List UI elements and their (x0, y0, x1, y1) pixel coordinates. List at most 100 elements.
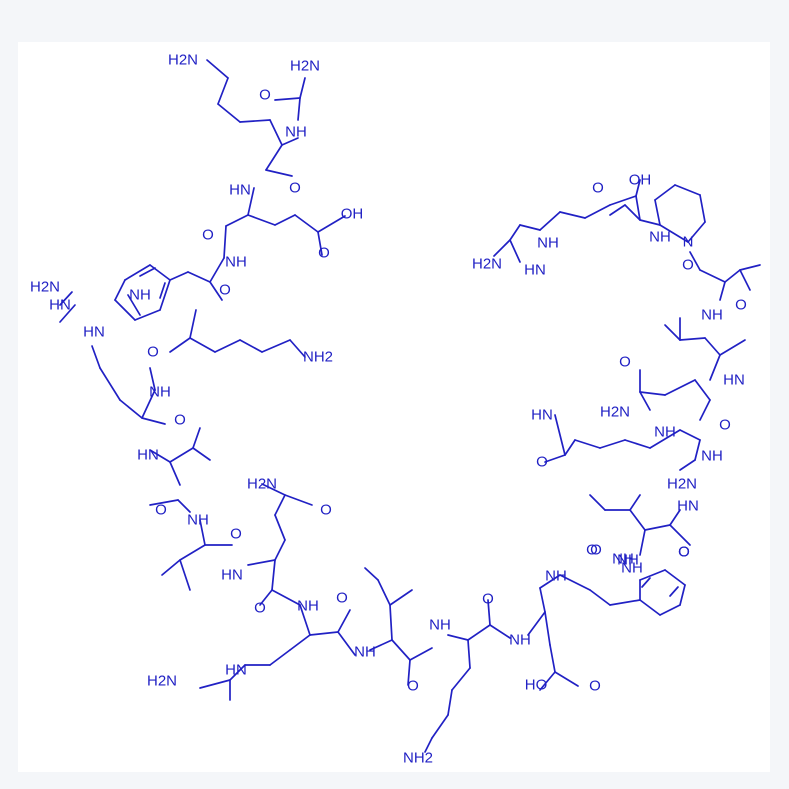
bond-line (309, 631, 339, 636)
bond-line (609, 195, 637, 206)
atom-label: NH (225, 254, 247, 271)
bond-line (281, 137, 299, 146)
atom-label: HN (229, 182, 251, 199)
atom-label: NH (649, 229, 671, 246)
atom-label: HN (531, 407, 553, 424)
atom-label: O (592, 180, 604, 197)
atom-label: O (407, 678, 419, 695)
bond-line (269, 649, 291, 666)
bond-line (539, 671, 556, 691)
bond-line (187, 271, 211, 283)
atom-label: O (147, 344, 159, 361)
bond-line (739, 269, 751, 291)
atom-label: H2N (472, 256, 502, 273)
bond-line (629, 509, 646, 531)
bond-line (239, 339, 263, 353)
bond-line (574, 439, 601, 449)
bond-line (271, 589, 301, 606)
bond-line (192, 447, 211, 461)
bond-line (724, 269, 741, 283)
bond-line (669, 509, 681, 526)
bond-line (509, 224, 521, 241)
bond-line (664, 569, 686, 586)
atom-label: NH (612, 551, 634, 568)
bond-line (467, 639, 471, 669)
atom-label: H2N (600, 404, 630, 421)
bond-line (639, 391, 666, 396)
bond-line (687, 221, 706, 243)
bond-line (274, 494, 286, 516)
bond-line (274, 214, 296, 226)
atom-label: H2N (30, 279, 60, 296)
bond-line (639, 219, 661, 226)
bond-line (639, 529, 646, 556)
bond-line (554, 414, 566, 456)
bond-line (699, 399, 711, 421)
bond-line (265, 144, 283, 171)
bond-line (447, 689, 453, 716)
bond-line (364, 567, 379, 581)
white-panel (18, 42, 770, 772)
bond-line (584, 204, 611, 219)
atom-label: HO (525, 677, 548, 694)
bond-line (635, 195, 641, 221)
bond-line (699, 194, 706, 223)
bond-line (709, 354, 721, 381)
atom-label: H2N (168, 52, 198, 69)
bond-line (639, 599, 661, 616)
atom-label: O (735, 297, 747, 314)
bond-line (664, 379, 696, 396)
atom-label: O (590, 542, 602, 559)
bond-line (654, 199, 661, 226)
atom-label: O (320, 502, 332, 519)
atom-label: NH2 (403, 750, 433, 767)
bond-line (559, 574, 591, 591)
bond-line (391, 639, 411, 661)
atom-label: O (230, 526, 242, 543)
bond-line (719, 339, 746, 356)
bond-line (149, 449, 171, 463)
bond-line (544, 454, 566, 463)
bond-line (509, 239, 521, 263)
bond-line (229, 664, 246, 681)
atom-label: O (219, 282, 231, 299)
bond-line (639, 391, 651, 411)
bond-line (694, 439, 701, 461)
bond-line (674, 184, 701, 196)
bond-line (559, 211, 586, 219)
atom-label: N (683, 234, 694, 251)
bond-line (599, 439, 626, 449)
atom-label: HN (723, 372, 745, 389)
bond-line (424, 737, 433, 753)
bond-line (189, 337, 216, 353)
atom-label: O (155, 502, 167, 519)
bond-line (261, 483, 286, 496)
bond-line (225, 214, 249, 227)
bond-line (654, 184, 676, 201)
bond-line (149, 264, 171, 281)
bond-line (161, 559, 181, 576)
bond-line (141, 389, 156, 419)
bond-line (99, 367, 121, 401)
bond-line (269, 119, 283, 146)
atom-label: O (482, 591, 494, 608)
bond-line (179, 544, 206, 561)
bond-line (274, 514, 286, 541)
bond-line (539, 211, 561, 231)
atom-label: O (336, 590, 348, 607)
atom-label: O (536, 454, 548, 471)
bond-line (409, 647, 433, 661)
bond-line (114, 299, 136, 321)
bond-line (214, 339, 241, 353)
atom-label: HN (221, 567, 243, 584)
bond-line (317, 231, 323, 256)
bond-line (549, 644, 556, 673)
atom-label: NH (654, 424, 676, 441)
atom-label: NH (354, 644, 376, 661)
atom-label: NH (149, 384, 171, 401)
aromatic-bond (641, 577, 651, 588)
bond-line (274, 97, 301, 101)
atom-label: OH (341, 206, 364, 223)
bond-line (149, 499, 179, 506)
